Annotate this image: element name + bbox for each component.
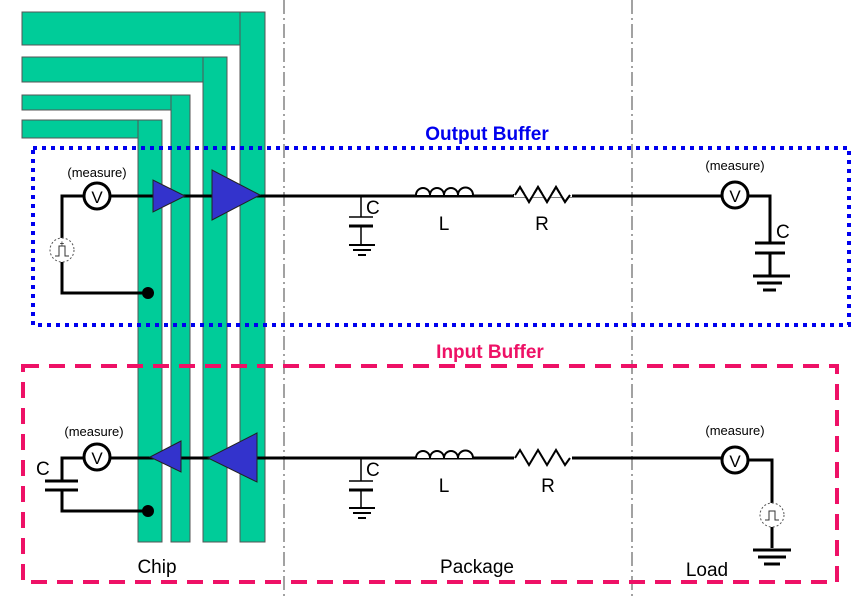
package-region-label: Package — [440, 557, 514, 578]
input-capacitor-icon — [45, 479, 78, 492]
pulse-source-icon — [759, 502, 785, 528]
svg-text:V: V — [91, 449, 103, 468]
inductor-icon — [415, 186, 474, 196]
voltmeter-icon: V — [720, 180, 750, 210]
node-dot — [142, 287, 154, 299]
resistor-label: R — [535, 214, 549, 235]
load-capacitor-icon — [753, 241, 790, 292]
svg-text:V: V — [729, 187, 741, 206]
buffer-triangle-icon — [152, 179, 187, 213]
metal-horizontal-3 — [21, 94, 172, 111]
measure-label: (measure) — [705, 423, 764, 438]
measure-label: (measure) — [705, 158, 764, 173]
package-capacitor-icon — [349, 458, 375, 519]
resistor-icon — [514, 448, 571, 467]
node-dot — [142, 505, 154, 517]
input-buffer-box — [21, 364, 839, 584]
buffer-triangle-icon — [206, 432, 258, 483]
chip-region-label: Chip — [137, 557, 176, 578]
package-capacitor-label: C — [366, 460, 380, 481]
metal-vertical-2 — [170, 94, 191, 543]
output-buffer-title: Output Buffer — [425, 124, 549, 145]
package-capacitor-label: C — [366, 198, 380, 219]
input-buffer-title: Input Buffer — [436, 342, 544, 363]
measure-label: (measure) — [64, 424, 123, 439]
svg-text:V: V — [729, 452, 741, 471]
load-capacitor-label: C — [776, 222, 790, 243]
metal-horizontal-1 — [21, 11, 241, 46]
input-circuit: C V (measure) C L R V (measure) — [36, 423, 791, 566]
pulse-source-icon: + — [49, 237, 75, 263]
svg-text:+: + — [60, 239, 65, 248]
input-capacitor-label: C — [36, 459, 50, 480]
voltmeter-icon: V — [82, 442, 112, 472]
load-region-label: Load — [686, 560, 728, 581]
metal-vertical-3 — [202, 56, 228, 543]
metal-horizontal-2 — [21, 56, 204, 83]
inductor-label: L — [439, 476, 450, 497]
voltmeter-icon: V — [82, 181, 112, 211]
svg-text:V: V — [91, 188, 103, 207]
ground-icon — [753, 548, 791, 566]
inductor-label: L — [439, 214, 450, 235]
buffer-triangle-icon — [148, 440, 182, 473]
package-capacitor-icon — [349, 195, 375, 256]
voltmeter-icon: V — [720, 445, 750, 475]
measure-label: (measure) — [67, 165, 126, 180]
buffer-triangle-icon — [211, 169, 262, 221]
metal-horizontal-4 — [21, 119, 139, 139]
output-circuit: + V (measure) C L R V (measure) C — [49, 158, 790, 299]
inductor-icon — [415, 449, 474, 459]
output-buffer-box — [31, 146, 851, 327]
resistor-label: R — [541, 476, 555, 497]
